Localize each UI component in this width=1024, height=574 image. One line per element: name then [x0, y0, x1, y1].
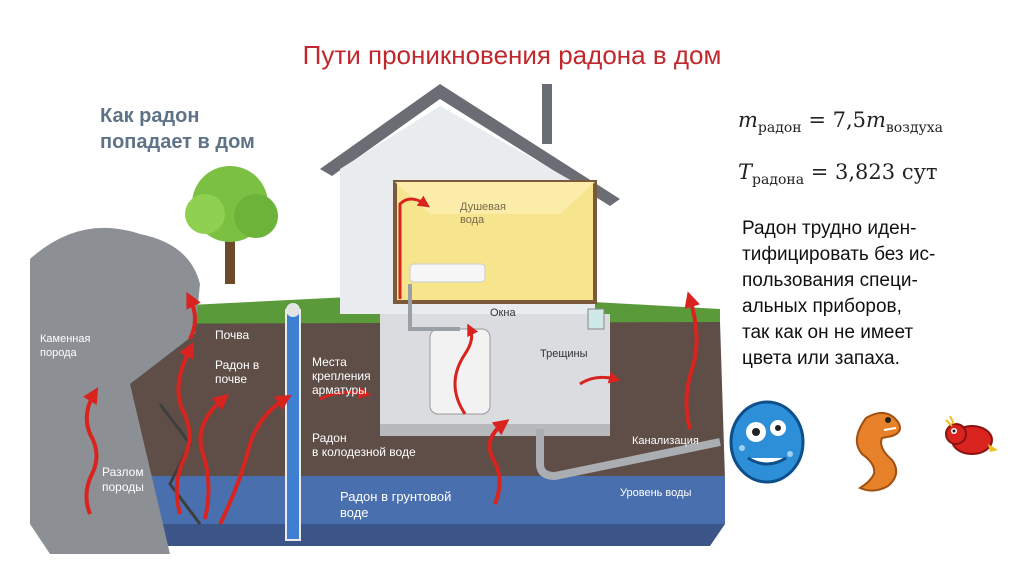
- description-line: цвета или запаха.: [742, 348, 900, 369]
- bathtub: [409, 263, 486, 283]
- house-pipe: [408, 284, 460, 331]
- description-line: альных приборов,: [742, 296, 902, 317]
- radon-arrow: [198, 393, 230, 520]
- label-fittings: арматуры: [312, 383, 367, 397]
- label-shower: вода: [460, 214, 485, 226]
- water-tank: [429, 328, 491, 415]
- mass-op: = 7,5: [808, 108, 866, 132]
- radon-arrow: [319, 386, 371, 401]
- description-text: Радон трудно иден- тифицировать без ис- …: [742, 216, 1012, 372]
- description-line: Радон трудно иден-: [742, 218, 917, 239]
- description-line: пользования специ-: [742, 270, 918, 291]
- tree-trunk: [225, 224, 235, 284]
- label-water-level: Уровень воды: [620, 487, 691, 499]
- house-roof: [320, 84, 620, 206]
- radon-house-diagram: Как радон попадает в дом Каменная порода…: [30, 84, 725, 554]
- label-groundwater: воде: [340, 505, 369, 520]
- half-life-value: = 3,823 сут: [810, 160, 938, 184]
- label-fault: Разлом: [102, 465, 144, 479]
- description-line: тифицировать без ис-: [742, 244, 936, 265]
- label-stone: порода: [40, 347, 77, 359]
- sewer-pipe: [536, 429, 721, 481]
- diagram-heading: попадает в дом: [100, 131, 255, 153]
- stone-rock: [30, 227, 200, 554]
- radon-arrow: [398, 195, 430, 299]
- label-fittings: крепления: [312, 369, 371, 383]
- label-well-water: Радон: [312, 431, 347, 445]
- basement: [380, 314, 610, 434]
- radon-arrow: [684, 291, 700, 430]
- mass-sub-radon: радон: [757, 120, 802, 137]
- radon-arrow: [186, 291, 201, 340]
- formula-mass-ratio: mрадон = 7,5mвоздуха: [738, 108, 943, 136]
- virus-monster-icon: [729, 400, 805, 484]
- mass-symbol-air: m: [865, 108, 886, 132]
- label-well-water: в колодезной воде: [312, 445, 416, 459]
- description-line: так как он не имеет: [742, 322, 914, 343]
- label-stone: Каменная: [40, 333, 90, 345]
- mass-sub-air: воздуха: [885, 120, 943, 137]
- well-column: [285, 309, 301, 541]
- label-groundwater: Радон в грунтовой: [340, 489, 451, 504]
- slide-title: Пути проникновения радона в дом: [302, 40, 722, 70]
- label-soil: Почва: [215, 328, 250, 342]
- radon-arrow: [579, 371, 621, 386]
- label-sewer: Канализация: [632, 435, 699, 447]
- formula-half-life: Tрадона = 3,823 сут: [738, 160, 938, 188]
- chimney: [542, 84, 552, 144]
- radon-arrow: [453, 323, 479, 415]
- ground-front-bottom: [60, 524, 725, 546]
- well-head: [286, 303, 300, 317]
- label-windows: Окна: [490, 307, 516, 319]
- orange-dinosaur-icon: [855, 411, 901, 492]
- label-cracks: Трещины: [540, 348, 588, 360]
- radon-arrow: [83, 387, 99, 515]
- half-life-symbol: T: [738, 160, 753, 184]
- label-shower: Душевая: [460, 201, 506, 213]
- label-radon-soil: Радон в: [215, 358, 259, 372]
- half-life-sub: радона: [752, 172, 805, 189]
- radon-arrow: [487, 419, 510, 505]
- mass-symbol: m: [738, 108, 758, 132]
- basement-window: [587, 308, 605, 330]
- label-radon-soil: почве: [215, 372, 247, 386]
- radon-arrow: [174, 341, 194, 515]
- label-fittings: Места: [312, 355, 347, 369]
- red-dragon-icon: [945, 415, 998, 455]
- radon-arrow: [218, 394, 292, 525]
- diagram-heading: Как радон: [100, 105, 199, 127]
- label-fault: породы: [102, 480, 144, 494]
